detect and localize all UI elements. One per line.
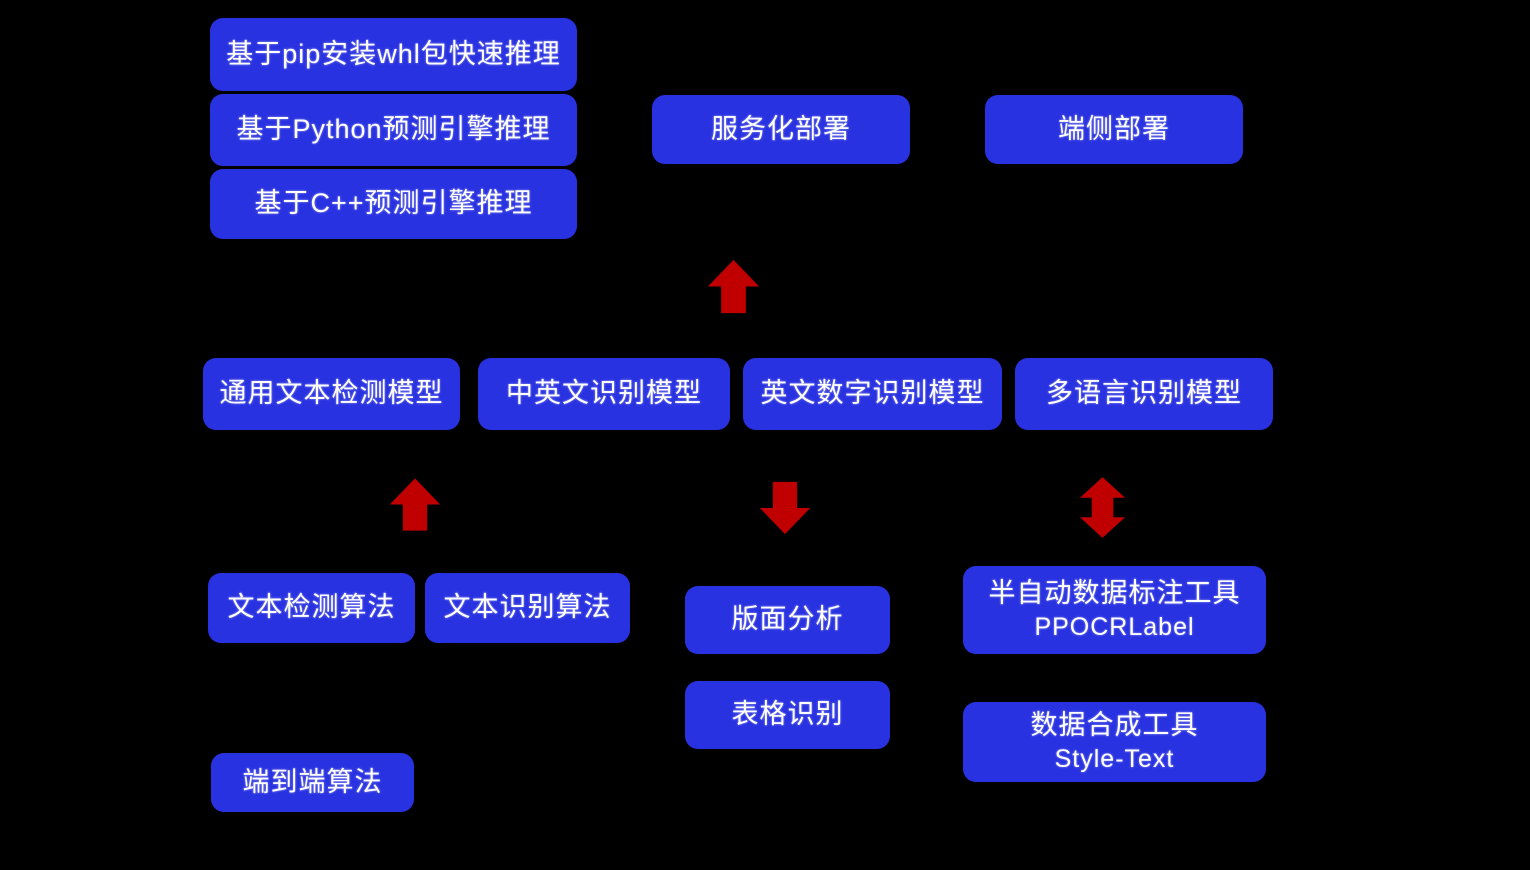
node-en-num-rec-model: 英文数字识别模型 — [743, 358, 1002, 430]
node-cpp-engine-inference-label: 基于C++预测引擎推理 — [254, 188, 533, 219]
node-text-rec-algo-label: 文本识别算法 — [443, 592, 612, 623]
node-synth-tool: 数据合成工具 Style-Text — [963, 702, 1266, 782]
node-text-det-algo-label: 文本检测算法 — [227, 592, 396, 623]
node-table-rec: 表格识别 — [685, 681, 890, 749]
node-layout-analysis: 版面分析 — [685, 586, 890, 654]
node-zh-en-rec-model-label: 中英文识别模型 — [506, 378, 702, 409]
node-layout-analysis-label: 版面分析 — [731, 604, 844, 635]
node-cpp-engine-inference: 基于C++预测引擎推理 — [210, 169, 577, 239]
node-label-tool-subtitle: PPOCRLabel — [1034, 613, 1195, 642]
node-zh-en-rec-model: 中英文识别模型 — [478, 358, 730, 430]
node-e2e-algo-label: 端到端算法 — [242, 766, 383, 797]
node-python-engine-inference-label: 基于Python预测引擎推理 — [236, 114, 551, 145]
node-label-tool-title: 半自动数据标注工具 — [988, 577, 1241, 608]
node-edge-deploy: 端侧部署 — [985, 95, 1243, 164]
node-text-det-algo: 文本检测算法 — [208, 573, 415, 643]
node-table-rec-label: 表格识别 — [731, 699, 844, 730]
node-serving-deploy-label: 服务化部署 — [711, 113, 851, 144]
node-en-num-rec-model-label: 英文数字识别模型 — [760, 378, 985, 409]
node-multilang-rec-model: 多语言识别模型 — [1015, 358, 1273, 430]
node-text-rec-algo: 文本识别算法 — [425, 573, 630, 643]
up-down-arrow-icon — [1079, 477, 1126, 538]
up-arrow-icon — [389, 478, 441, 531]
node-edge-deploy-label: 端侧部署 — [1058, 113, 1170, 144]
node-general-det-model-label: 通用文本检测模型 — [219, 378, 444, 409]
node-general-det-model: 通用文本检测模型 — [203, 358, 460, 430]
node-label-tool: 半自动数据标注工具 PPOCRLabel — [963, 566, 1266, 654]
node-python-engine-inference: 基于Python预测引擎推理 — [210, 94, 577, 166]
node-pip-whl-inference: 基于pip安装whl包快速推理 — [210, 18, 577, 91]
node-synth-tool-title: 数据合成工具 — [1030, 709, 1199, 740]
node-serving-deploy: 服务化部署 — [652, 95, 910, 164]
node-e2e-algo: 端到端算法 — [211, 753, 414, 812]
down-arrow-icon — [759, 481, 811, 535]
node-synth-tool-subtitle: Style-Text — [1054, 745, 1175, 774]
node-pip-whl-inference-label: 基于pip安装whl包快速推理 — [226, 38, 561, 69]
node-multilang-rec-model-label: 多语言识别模型 — [1046, 378, 1242, 409]
up-arrow-icon — [707, 259, 760, 314]
